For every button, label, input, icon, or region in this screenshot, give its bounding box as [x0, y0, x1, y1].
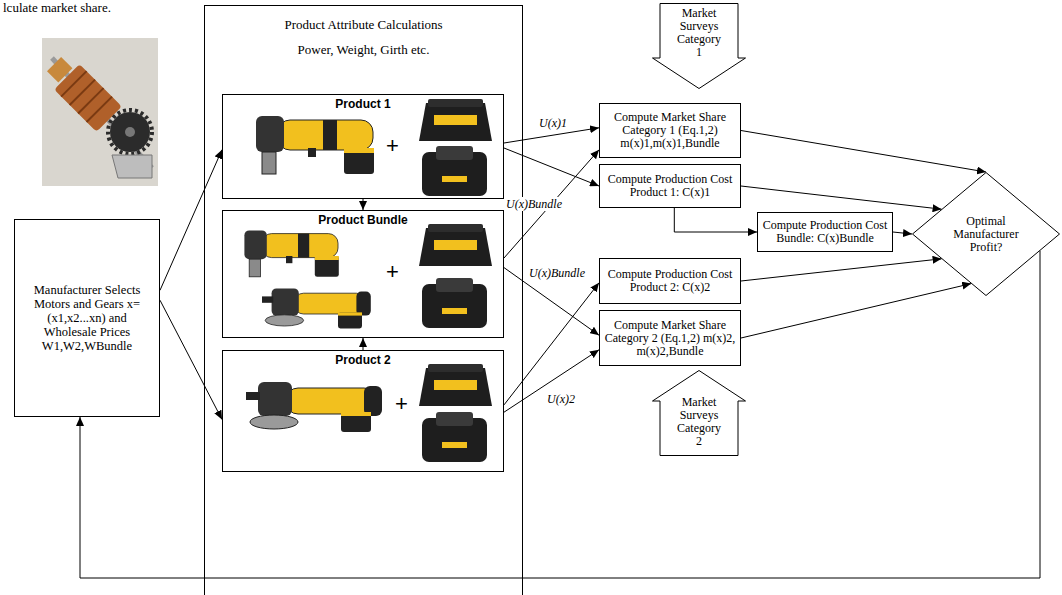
node-text: Market Surveys Category 1 [674, 7, 724, 59]
node-text: Compute Market Share Category 1 (Eq.1,2)… [604, 111, 736, 150]
connector [674, 208, 757, 232]
process-box: Compute Market Share Category 2 (Eq.1,2)… [599, 310, 741, 366]
armature-photo [41, 38, 158, 186]
node-text: Compute Production Cost Bundle: C(x)Bund… [761, 219, 889, 245]
connector [741, 284, 971, 338]
connector [741, 131, 986, 173]
edge-label: U(x)Bundle [528, 266, 586, 280]
connector [160, 150, 222, 291]
process-box: Compute Production Cost Product 1: C(x)1 [599, 164, 741, 208]
connector [363, 199, 364, 210]
product-2-pictures [246, 364, 492, 462]
connector [363, 338, 364, 350]
group-box: Product Attribute CalculationsPower, Wei… [204, 5, 523, 595]
edge-label: U(x)2 [546, 392, 576, 406]
connector [80, 251, 1040, 578]
survey-arrow: Market Surveys Category 1 [652, 3, 746, 89]
node-text: Market Surveys Category 2 [674, 396, 724, 448]
plus-sign: + [395, 392, 408, 416]
node-text: Compute Production Cost Product 2: C(x)2 [604, 268, 736, 294]
product-box: Product Bundle [222, 210, 504, 338]
node-text: Product 1 [335, 97, 390, 111]
product-1-pictures [256, 99, 492, 196]
connector [504, 150, 599, 258]
process-box: Compute Production Cost Bundle: C(x)Bund… [757, 212, 893, 252]
connector [504, 148, 599, 186]
bundle-pictures [244, 224, 492, 328]
plus-sign: + [386, 134, 399, 158]
input-box: Manufacturer Selects Motors and Gears x=… [14, 219, 160, 417]
product-box: Product 1 [222, 94, 504, 199]
node-text: Product Bundle [318, 213, 407, 227]
connector [741, 259, 942, 281]
node-text: Optimal Manufacturer Profit? [947, 215, 1025, 254]
process-box: Compute Production Cost Product 2: C(x)2 [599, 258, 741, 304]
node-text: Product 2 [335, 353, 390, 367]
product-box: Product 2 [222, 350, 504, 472]
node-text: Product Attribute Calculations [284, 17, 442, 33]
process-box: Compute Market Share Category 1 (Eq.1,2)… [599, 103, 741, 158]
connector [160, 300, 222, 419]
node-text: Manufacturer Selects Motors and Gears x=… [24, 283, 150, 353]
edge-label: U(x)Bundle [505, 197, 563, 211]
node-subtext: Power, Weight, Girth etc. [298, 42, 430, 58]
connector [504, 128, 599, 143]
plus-sign: + [386, 260, 399, 284]
decision-diamond: Optimal Manufacturer Profit? [912, 172, 1060, 296]
connector [893, 232, 912, 234]
connector [504, 283, 599, 405]
survey-arrow: Market Surveys Category 2 [652, 370, 746, 456]
edge-label: U(x)1 [538, 116, 568, 130]
connector [741, 186, 942, 209]
node-text: Compute Production Cost Product 1: C(x)1 [604, 173, 736, 199]
connector [504, 350, 599, 412]
cropped-text: lculate market share. [3, 0, 111, 15]
node-text: Compute Market Share Category 2 (Eq.1,2)… [604, 319, 736, 358]
